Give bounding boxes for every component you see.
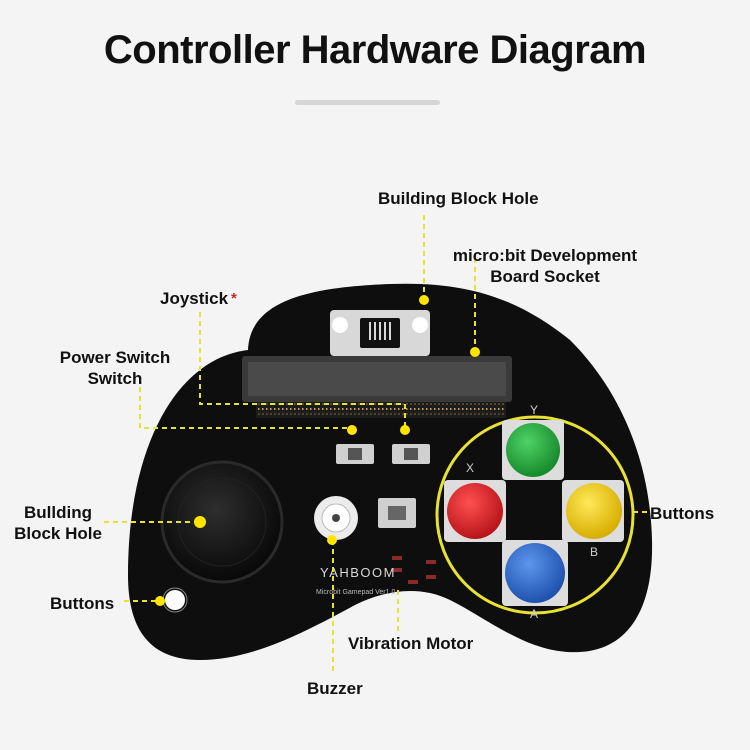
label-buttons-left: Buttons [50, 594, 115, 613]
label-microbit-socket: micro:bit Development Board Socket [440, 245, 650, 287]
label-joystick-text: Joystick [160, 289, 229, 308]
title-underline [295, 100, 440, 105]
label-power-switch-line2: Switch [87, 369, 143, 388]
button-a-group [502, 540, 568, 606]
button-x-group [444, 480, 506, 542]
buttons-callout-ring [435, 415, 635, 615]
model-print: Microbit Gamepad Ver1.0 [316, 589, 395, 596]
button-y-group [502, 420, 564, 480]
label-vibration-motor: Vibration Motor [348, 634, 474, 653]
button-x-letter: X [466, 461, 474, 475]
label-building-block-hole-top: Building Block Hole [378, 189, 539, 208]
button-y-letter: Y [530, 403, 538, 417]
label-microbit-socket-line1: micro:bit Development [452, 246, 638, 265]
label-joystick: Joystick* [160, 288, 237, 309]
label-buttons-right: Buttons [650, 504, 715, 523]
button-a-letter: A [530, 607, 538, 621]
label-buzzer: Buzzer [307, 679, 363, 698]
label-building-block-hole-left-line1: Bullding [24, 503, 92, 522]
label-building-block-hole-left-line2: Block Hole [14, 524, 102, 543]
label-power-switch: Power Switch Switch [50, 347, 180, 389]
label-microbit-socket-line2: Board Socket [490, 267, 600, 286]
callout-dots [155, 295, 480, 606]
page-title: Controller Hardware Diagram [103, 28, 647, 72]
label-power-switch-line1: Power Switch [59, 348, 171, 367]
callout-lines [104, 215, 648, 672]
label-building-block-hole-left: Bullding Block Hole [8, 502, 108, 544]
brand-print: YAHBOOM [320, 565, 396, 580]
socket-pins [256, 402, 506, 418]
button-b-letter: B [590, 545, 598, 559]
joystick-marker: * [231, 290, 237, 307]
mounting-hole-left [165, 590, 185, 610]
button-b-group [562, 480, 624, 542]
